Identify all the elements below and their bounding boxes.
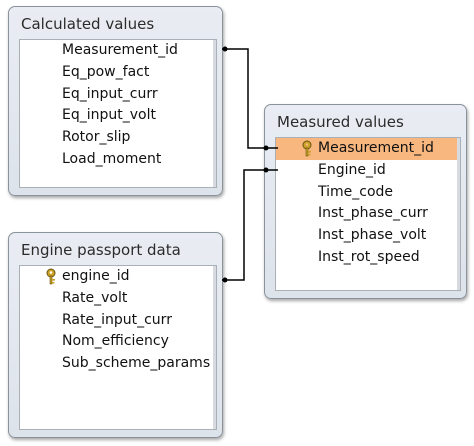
field-inst-rot-speed[interactable]: Inst_rot_speed xyxy=(318,248,420,265)
field-eq-pow-fact[interactable]: Eq_pow_fact xyxy=(62,63,150,80)
field-label: engine_id xyxy=(62,268,130,284)
field-sub-scheme-params[interactable]: Sub_scheme_params xyxy=(62,355,211,372)
field-label: Measurement_id xyxy=(318,140,434,156)
field-inst-phase-volt[interactable]: Inst_phase_volt xyxy=(318,227,427,244)
field-measurement-id[interactable]: Measurement_id xyxy=(276,138,460,160)
field-eq-input-curr[interactable]: Eq_input_curr xyxy=(62,85,158,102)
field-list: Measurement_id Engine_id Time_code Inst_… xyxy=(275,137,461,291)
scrollbar[interactable] xyxy=(213,266,216,429)
field-engine-id[interactable]: engine_id xyxy=(20,266,216,288)
field-inst-phase-curr[interactable]: Inst_phase_curr xyxy=(318,205,428,222)
field-eq-input-volt[interactable]: Eq_input_volt xyxy=(62,107,156,124)
field-list: Measurement_id Eq_pow_fact Eq_input_curr… xyxy=(19,39,217,188)
field-nom-efficiency[interactable]: Nom_efficiency xyxy=(62,333,169,350)
field-load-moment[interactable]: Load_moment xyxy=(62,150,162,167)
primary-key-icon xyxy=(302,140,312,157)
primary-key-icon xyxy=(46,268,56,285)
table-title[interactable]: Engine passport data xyxy=(21,241,181,259)
calculated-values-table[interactable]: Calculated values Measurement_id Eq_pow_… xyxy=(8,6,223,196)
measured-values-table[interactable]: Measured values Measurement_id Engine_id… xyxy=(264,104,467,299)
field-rate-input-curr[interactable]: Rate_input_curr xyxy=(62,311,172,328)
relationship-measurement-id[interactable] xyxy=(222,46,278,151)
field-time-code[interactable]: Time_code xyxy=(318,183,394,200)
field-rate-volt[interactable]: Rate_volt xyxy=(62,289,128,306)
field-rotor-slip[interactable]: Rotor_slip xyxy=(62,129,131,146)
table-title[interactable]: Calculated values xyxy=(21,15,155,33)
engine-passport-data-table[interactable]: Engine passport data engine_id Rate_volt… xyxy=(8,232,223,438)
table-title[interactable]: Measured values xyxy=(277,113,404,131)
field-list: engine_id Rate_volt Rate_input_curr Nom_… xyxy=(19,265,217,430)
field-measurement-id[interactable]: Measurement_id xyxy=(62,42,178,58)
field-engine-id[interactable]: Engine_id xyxy=(318,161,386,178)
scrollbar[interactable] xyxy=(213,40,216,187)
scrollbar[interactable] xyxy=(457,138,460,290)
relationship-engine-id[interactable] xyxy=(222,167,278,283)
